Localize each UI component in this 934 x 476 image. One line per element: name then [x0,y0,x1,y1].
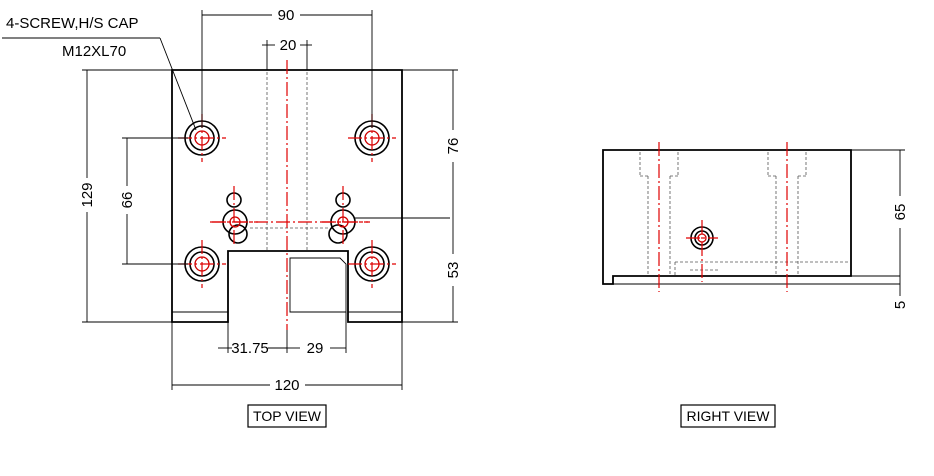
dim-label-5: 5 [892,301,909,309]
dim-label-129: 129 [79,182,96,207]
dimension-20: 20 [262,37,312,70]
dim-label-65: 65 [892,204,909,221]
right-view-outline [602,149,852,285]
screw-hole-br [348,240,396,288]
dim-label-66: 66 [119,192,136,209]
right-view-title: RIGHT VIEW [680,404,776,428]
right-view: 65 5 RIGHT VIEW [602,142,909,428]
dim-label-31-75: 31.75 [231,340,269,357]
dimension-66: 66 [119,137,188,265]
dim-label-90: 90 [278,7,295,24]
right-view-hidden-bore-left [639,152,679,276]
dim-label-20: 20 [280,37,297,54]
dimension-65: 65 [851,149,909,276]
dimension-31-75-29: 31.75 29 [218,312,347,357]
right-view-pin-hole [686,220,718,282]
dim-label-120: 120 [274,377,299,394]
screw-note: 4-SCREW,H/S CAP M12XL70 [2,15,197,131]
dimension-129: 129 [79,69,172,323]
dimension-120: 120 [171,322,403,394]
dimension-53: 53 [402,218,462,323]
dimension-90: 90 [201,7,373,128]
dim-label-29: 29 [307,340,324,357]
dim-label-76: 76 [445,138,462,155]
top-view: 90 20 4-SCREW,H/S CAP M12XL70 129 [2,7,462,428]
top-view-title: TOP VIEW [247,404,327,428]
dim-label-53: 53 [445,262,462,279]
screw-note-line1: 4-SCREW,H/S CAP [6,15,139,32]
right-view-title-text: RIGHT VIEW [687,408,771,424]
right-view-hidden-bore-right [767,152,807,276]
pin-hole-left [212,186,258,246]
dimension-76: 76 [402,69,462,218]
right-inner-block [289,257,347,313]
top-view-title-text: TOP VIEW [253,408,322,424]
pin-hole-right [322,186,368,246]
dimension-5: 5 [892,276,909,309]
screw-note-line2: M12XL70 [62,43,126,60]
top-view-outline [171,69,403,323]
